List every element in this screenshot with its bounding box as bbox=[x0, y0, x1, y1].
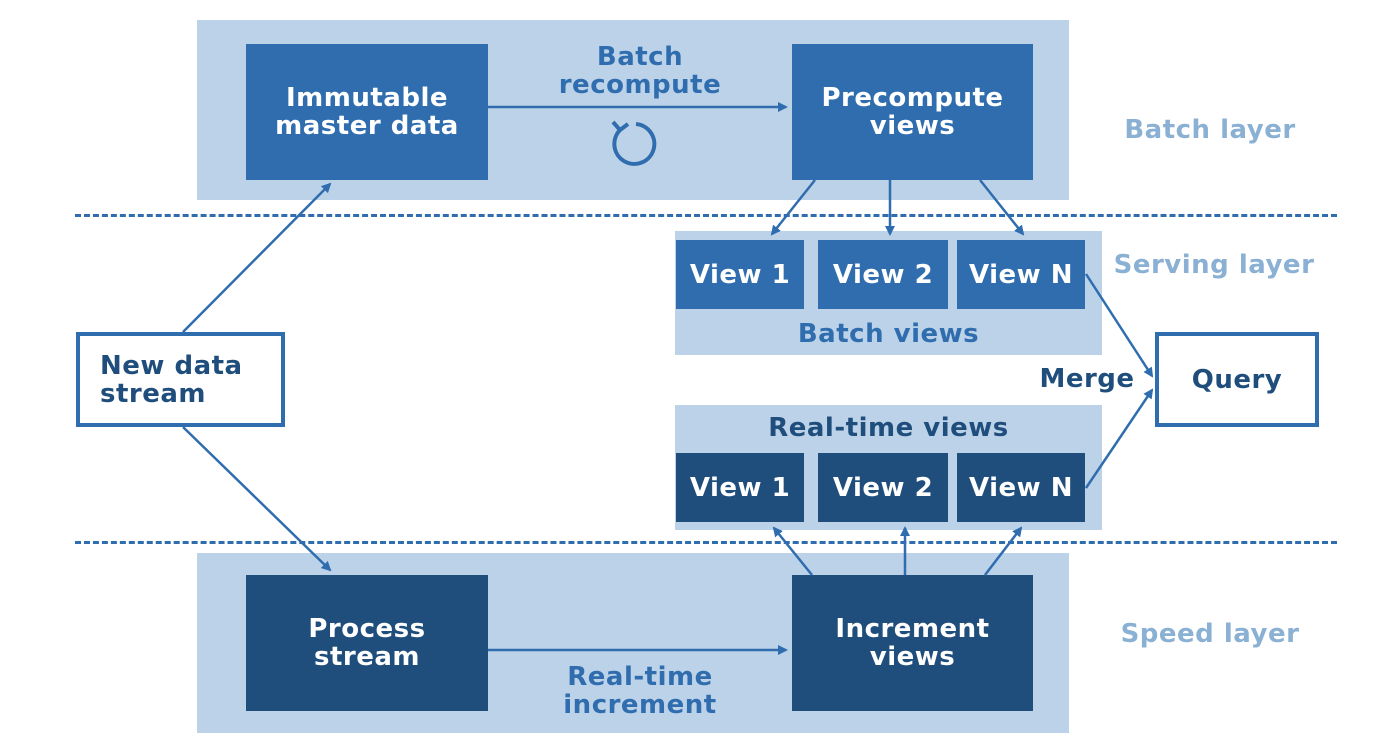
realtime-view-n-label: View N bbox=[968, 472, 1074, 503]
realtime-increment-label: Real-time increment bbox=[563, 662, 717, 720]
immutable-master-data-box: Immutable master data bbox=[246, 44, 488, 180]
new-data-stream-box: New data stream bbox=[76, 332, 285, 427]
batch-view-2-label: View 2 bbox=[832, 259, 934, 290]
batch-views-title: Batch views bbox=[797, 319, 980, 349]
realtime-view-2: View 2 bbox=[818, 453, 948, 522]
realtime-view-2-label: View 2 bbox=[832, 472, 934, 503]
merge-label: Merge bbox=[1039, 364, 1135, 394]
serving-speed-divider bbox=[75, 541, 1337, 544]
query-box: Query bbox=[1155, 332, 1319, 427]
realtime-views-title: Real-time views bbox=[768, 413, 1009, 443]
batch-serving-divider bbox=[75, 214, 1337, 217]
batch-layer-label: Batch layer bbox=[1124, 115, 1296, 145]
process-stream-box: Process stream bbox=[246, 575, 488, 711]
realtime-view-n: View N bbox=[957, 453, 1085, 522]
batch-view-n-label: View N bbox=[968, 259, 1074, 290]
increment-views-box: Increment views bbox=[792, 575, 1033, 711]
increment-views-label: Increment views bbox=[835, 614, 990, 672]
batch-view-1: View 1 bbox=[676, 240, 804, 309]
query-label: Query bbox=[1191, 364, 1283, 395]
speed-layer-label: Speed layer bbox=[1120, 619, 1300, 649]
arrow-stream-to-process bbox=[182, 426, 332, 572]
process-stream-label: Process stream bbox=[308, 614, 426, 672]
precompute-views-label: Precompute views bbox=[821, 83, 1004, 141]
arrow-stream-to-master bbox=[182, 182, 332, 333]
batch-view-n: View N bbox=[957, 240, 1085, 309]
serving-layer-label: Serving layer bbox=[1113, 250, 1315, 280]
realtime-view-1: View 1 bbox=[676, 453, 804, 522]
immutable-master-data-label: Immutable master data bbox=[275, 83, 459, 141]
precompute-views-box: Precompute views bbox=[792, 44, 1033, 180]
new-data-stream-label: New data stream bbox=[100, 350, 243, 409]
realtime-view-1-label: View 1 bbox=[689, 472, 791, 503]
batch-view-1-label: View 1 bbox=[689, 259, 791, 290]
batch-view-2: View 2 bbox=[818, 240, 948, 309]
batch-recompute-label: Batch recompute bbox=[558, 42, 722, 100]
